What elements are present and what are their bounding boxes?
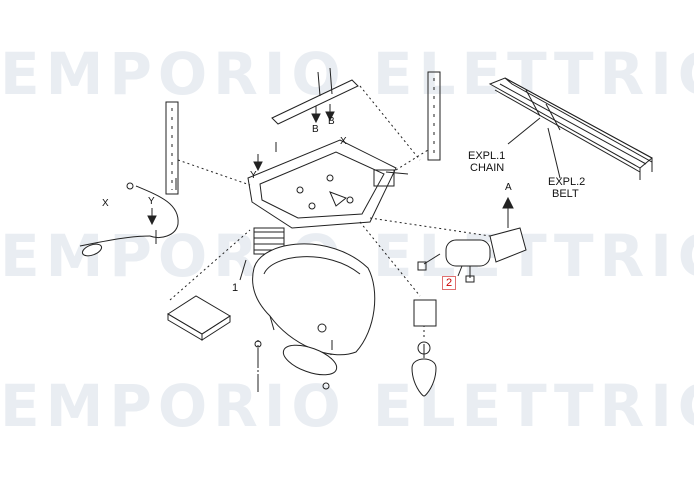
motor xyxy=(417,196,527,283)
callout-leaders xyxy=(239,117,561,281)
lamp-assembly xyxy=(411,299,437,397)
x-left-label: X xyxy=(102,198,109,209)
y-top-label: Y xyxy=(250,170,257,181)
rail-assembly xyxy=(488,77,653,180)
chain-label: CHAIN xyxy=(470,162,505,174)
control-board xyxy=(167,295,231,341)
y-left-label: Y xyxy=(148,196,155,207)
arrow-a-label: A xyxy=(505,182,512,193)
x-top-label: X xyxy=(340,136,347,147)
part-1-callout: 1 xyxy=(232,282,239,294)
b-left-label: B xyxy=(312,124,319,135)
expl2-label: EXPL.2 xyxy=(548,176,586,188)
watermark-bottom: EMPORIO ELETTRICO xyxy=(0,372,694,440)
cable-sensor xyxy=(79,182,179,257)
part-2-callout[interactable]: 2 xyxy=(442,276,457,290)
mounting-plate xyxy=(247,139,409,229)
screws xyxy=(175,142,333,392)
housing-cover xyxy=(252,243,376,356)
belt-label: BELT xyxy=(552,188,579,200)
direction-arrows xyxy=(147,104,335,226)
lamp-lens xyxy=(282,344,338,390)
expl1-label: EXPL.1 xyxy=(468,150,506,162)
watermark-top: EMPORIO ELETTRICO xyxy=(0,40,694,108)
b-right-label: B xyxy=(328,116,335,127)
ceiling-brackets xyxy=(165,67,441,195)
